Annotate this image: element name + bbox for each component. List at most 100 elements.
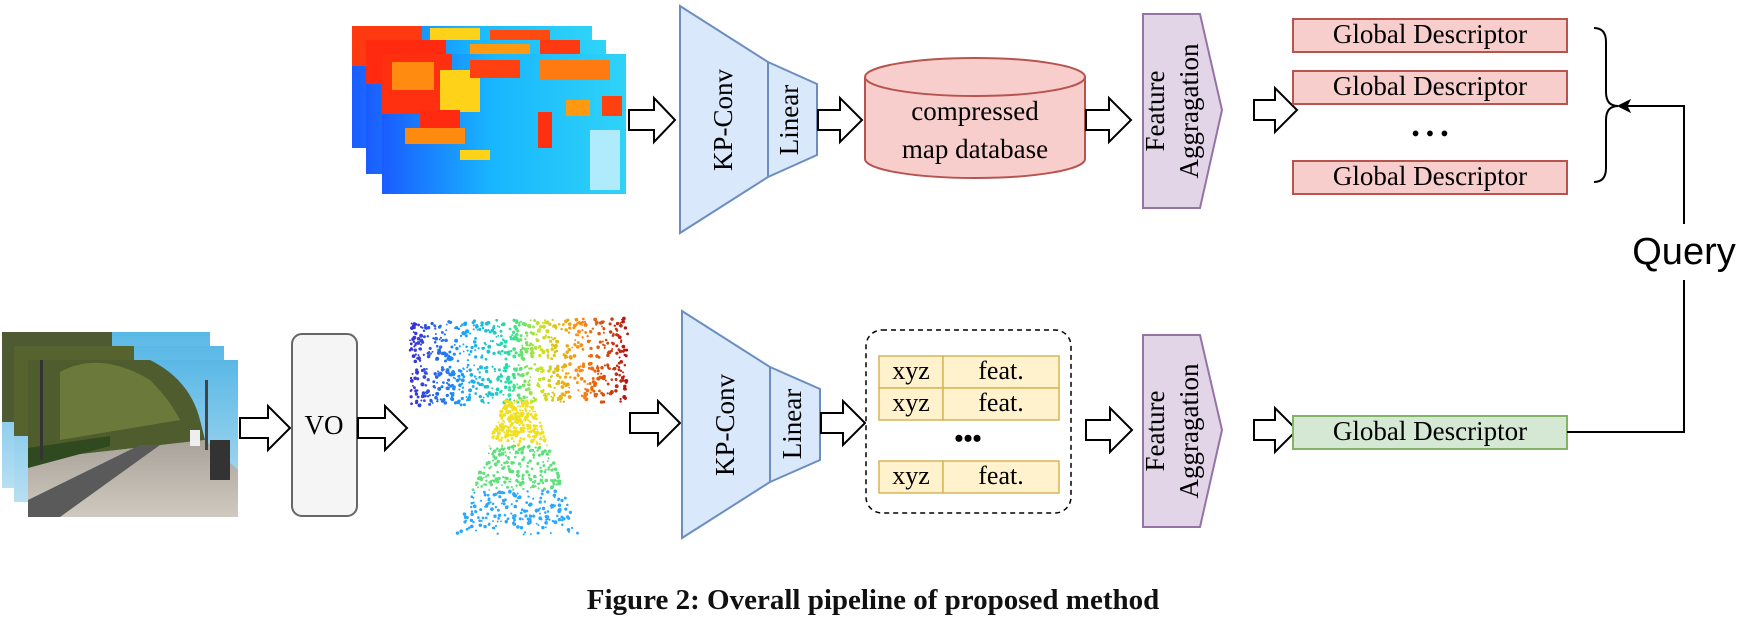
point-cloud-dot (514, 420, 517, 423)
point-cloud-dot (544, 518, 548, 521)
point-cloud-dot (544, 511, 547, 514)
point-cloud-dot (459, 403, 463, 407)
point-cloud-dot (443, 359, 448, 363)
point-cloud-dot (474, 325, 479, 329)
point-cloud-dot (550, 504, 554, 508)
point-cloud-dot (518, 482, 523, 487)
point-cloud-dot (496, 480, 500, 484)
arrow-linear-to-database (817, 95, 864, 145)
point-cloud-dot (623, 348, 626, 352)
point-cloud-dot (481, 326, 485, 330)
point-cloud-dot (606, 392, 609, 395)
point-cloud-dot (614, 378, 618, 381)
point-cloud-dot (496, 532, 499, 535)
point-cloud-dot (531, 449, 535, 452)
point-cloud-dot (505, 404, 509, 408)
point-cloud-dot (422, 329, 426, 333)
point-cloud-dot (501, 436, 504, 439)
point-cloud-dot (618, 373, 621, 377)
point-cloud-dot (556, 381, 561, 385)
point-cloud-dot (547, 335, 551, 339)
point-cloud-dot (618, 356, 621, 359)
point-cloud-dot (471, 321, 475, 325)
point-cloud-dot (568, 386, 571, 389)
point-cloud-dot (478, 371, 481, 374)
point-cloud-dot (615, 364, 619, 367)
point-cloud-dot (515, 411, 520, 415)
point-cloud-dot (434, 333, 437, 335)
point-cloud-dot (531, 435, 535, 438)
point-cloud-dot (422, 368, 426, 372)
point-cloud-dot (487, 401, 490, 405)
point-cloud-dot (511, 372, 516, 377)
point-cloud-dot (526, 387, 531, 391)
point-cloud-dot (477, 516, 480, 519)
point-cloud-dot (513, 455, 517, 459)
point-cloud-dot (565, 344, 570, 348)
point-cloud-dot (461, 386, 465, 389)
point-cloud-dot (536, 449, 539, 452)
point-cloud-dot (445, 386, 450, 391)
point-cloud-dot (553, 520, 558, 525)
point-cloud-dot (525, 501, 529, 504)
point-cloud-dot (487, 452, 490, 455)
point-cloud-dot (546, 356, 550, 360)
point-cloud-dot (547, 378, 551, 383)
point-cloud-dot (508, 465, 510, 468)
point-cloud-dot (491, 502, 495, 506)
point-cloud-dot (419, 343, 423, 346)
point-cloud-dot (449, 373, 453, 377)
point-cloud-dot (443, 333, 446, 336)
point-cloud-dot (535, 338, 540, 343)
point-cloud-dot (495, 486, 498, 490)
point-cloud-dot (452, 376, 455, 379)
point-cloud-dot (543, 393, 546, 397)
point-cloud-dot (512, 440, 516, 443)
point-cloud-dot (488, 488, 491, 491)
point-cloud-dot (471, 488, 475, 492)
point-cloud-dot (584, 331, 587, 334)
point-cloud-dot (532, 453, 536, 457)
point-cloud-dot (594, 323, 598, 326)
point-cloud-dot (543, 500, 547, 503)
point-cloud-dot (549, 385, 552, 388)
point-cloud-dot (482, 483, 485, 486)
point-cloud-dot (516, 393, 521, 398)
point-cloud-dot (511, 433, 516, 437)
point-cloud-dot (512, 488, 515, 491)
point-cloud-dot (618, 349, 623, 354)
point-cloud-dot (482, 396, 485, 399)
point-cloud-dot (539, 466, 542, 469)
point-cloud-dot (508, 409, 512, 414)
point-cloud-dot (491, 339, 495, 343)
point-cloud-dot (521, 346, 525, 350)
point-cloud-dot (485, 393, 488, 396)
point-cloud-dot (550, 374, 554, 377)
point-cloud-dot (543, 438, 547, 441)
point-cloud-dot (417, 403, 422, 408)
point-cloud-dot (523, 379, 527, 383)
point-cloud-dot (578, 369, 582, 373)
point-cloud-dot (450, 397, 453, 401)
point-cloud-dot (587, 361, 592, 366)
point-cloud-dot (545, 329, 550, 334)
point-cloud-dot (535, 440, 538, 443)
point-cloud-dot (453, 343, 456, 346)
point-cloud-dot (593, 369, 597, 373)
point-cloud-dot (423, 323, 427, 328)
query-connector-line-upper (1626, 105, 1685, 224)
point-cloud-dot (492, 351, 496, 356)
point-cloud-dot (496, 508, 500, 512)
point-cloud-dot (484, 328, 488, 333)
point-cloud-dot (472, 340, 477, 344)
point-cloud-dot (503, 420, 506, 423)
point-cloud-dot (506, 425, 510, 429)
point-cloud-dot (511, 445, 515, 448)
point-cloud-dot (527, 444, 531, 449)
point-cloud-dot (571, 346, 574, 349)
point-cloud-dot (539, 437, 543, 441)
point-cloud-dot (557, 517, 562, 522)
point-cloud-dot (535, 522, 538, 525)
point-cloud-dot (535, 433, 539, 436)
point-cloud-dot (522, 445, 526, 449)
